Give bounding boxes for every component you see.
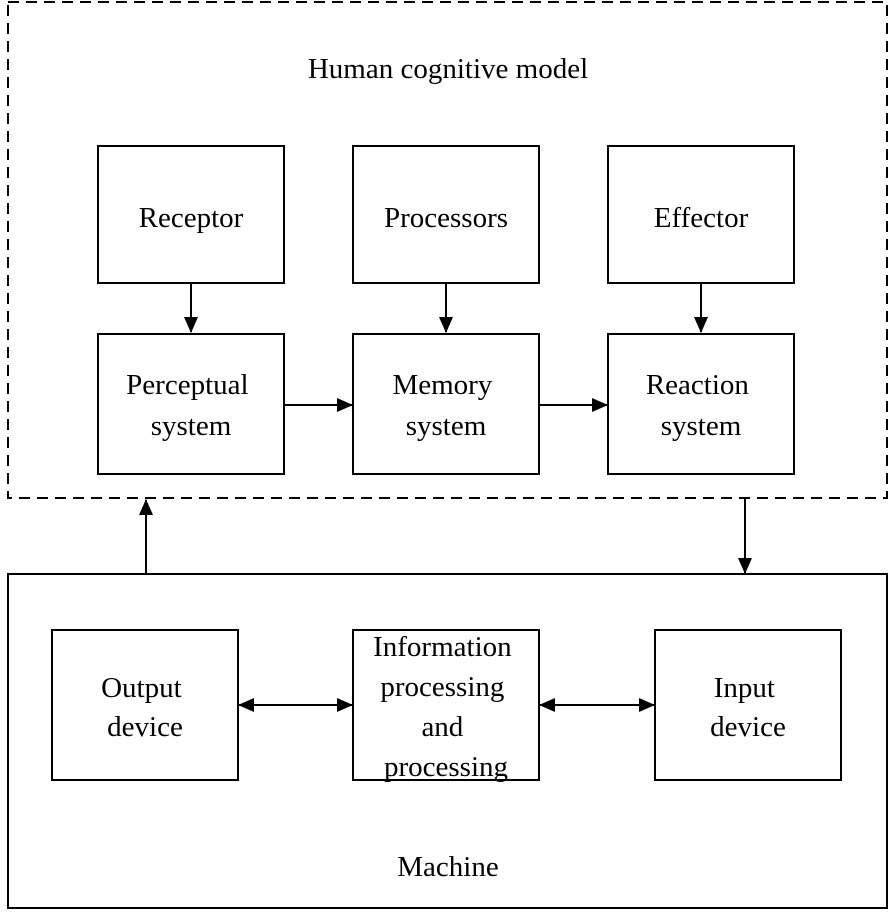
receptor-label: Receptor (139, 202, 244, 234)
reaction-system-line-1: Reaction (646, 369, 750, 401)
information-processing-label: Information processing and processing (373, 631, 519, 783)
reaction-system-box: Reaction system (607, 333, 795, 475)
effector-box: Effector (607, 145, 795, 284)
input-device-line-2: device (710, 711, 786, 743)
perceptual-system-label: Perceptual system (126, 369, 256, 442)
information-processing-line-3: and (421, 711, 463, 743)
input-device-label: Input device (710, 672, 786, 743)
output-device-label: Output device (101, 672, 189, 743)
human-cognitive-model-container (7, 1, 888, 499)
reaction-system-line-2: system (661, 410, 742, 442)
human-cognitive-model-title: Human cognitive model (308, 53, 588, 85)
perceptual-system-line-2: system (151, 410, 232, 442)
processors-box: Processors (352, 145, 540, 284)
memory-system-box: Memory system (352, 333, 540, 475)
information-processing-line-2: processing (380, 671, 504, 703)
perceptual-system-line-1: Perceptual (126, 369, 248, 401)
memory-system-line-2: system (406, 410, 487, 442)
receptor-box: Receptor (97, 145, 285, 284)
processors-label: Processors (384, 202, 508, 234)
memory-system-label: Memory system (392, 369, 499, 442)
memory-system-line-1: Memory (392, 369, 492, 401)
input-device-line-1: Input (714, 672, 775, 704)
information-processing-line-1: Information (373, 631, 512, 663)
perceptual-system-box: Perceptual system (97, 333, 285, 475)
reaction-system-label: Reaction system (646, 369, 756, 442)
output-device-box: Output device (51, 629, 239, 781)
machine-title: Machine (397, 851, 498, 883)
effector-label: Effector (654, 202, 749, 234)
output-device-line-1: Output (101, 672, 182, 704)
information-processing-box: Information processing and processing (352, 629, 540, 783)
input-device-box: Input device (654, 629, 842, 781)
output-device-line-2: device (107, 711, 183, 743)
information-processing-line-4: processing (384, 751, 508, 783)
